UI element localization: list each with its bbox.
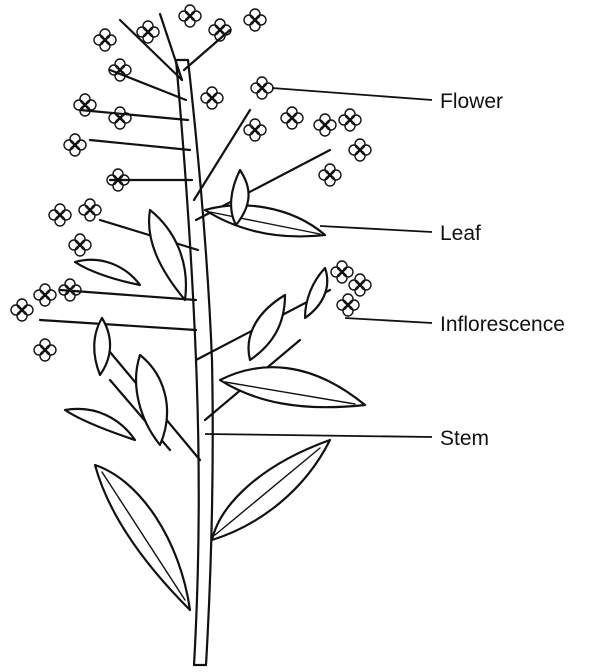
stem-label: Stem: [440, 428, 489, 449]
flower-leader-line: [272, 88, 432, 100]
flower-label: Flower: [440, 91, 503, 112]
inflorescence-label: Inflorescence: [440, 314, 565, 335]
leaves: [65, 170, 365, 610]
stem-leader-line: [205, 434, 432, 437]
leaf-label: Leaf: [440, 223, 481, 244]
inflorescence-leader-line: [345, 318, 432, 323]
leaf-leader-line: [320, 226, 432, 232]
